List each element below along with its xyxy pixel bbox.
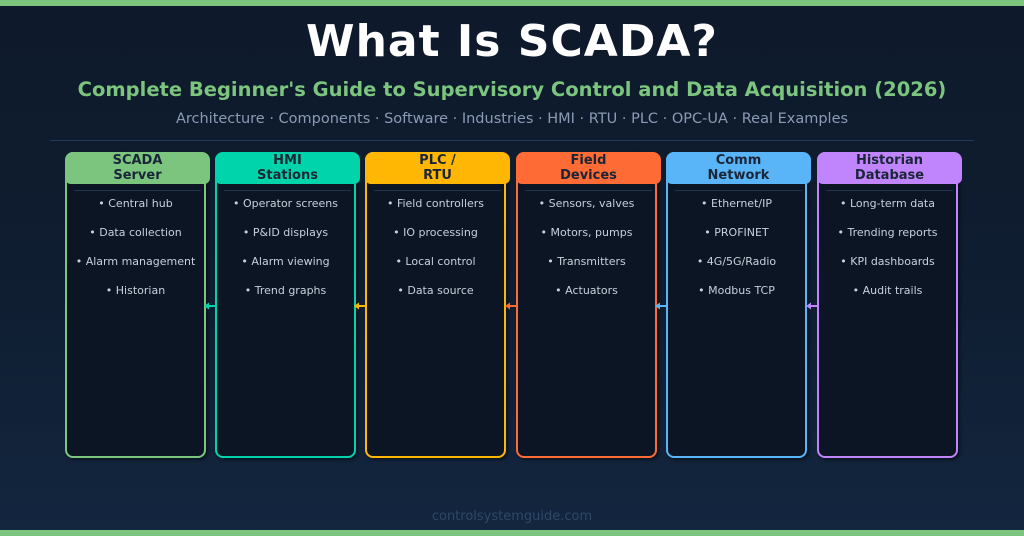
card-item-list: • Central hub • Data collection • Alarm ma… <box>67 196 204 312</box>
topic-tags: Architecture · Components · Software · I… <box>175 111 849 127</box>
card-item: • Field controllers <box>386 197 485 210</box>
header-divider <box>50 140 974 141</box>
card-title-line: Server <box>113 168 162 183</box>
card-title-line: Network <box>707 168 770 183</box>
footer-site: controlsystemguide.com <box>431 509 593 524</box>
card-item: • Ethernet/IP <box>701 197 772 210</box>
card-item: • 4G/5G/Radio <box>696 255 777 268</box>
bottom-accent-bar <box>0 530 1024 536</box>
card-item-list: • Operator screens • P&ID displays • Alarm… <box>217 196 354 312</box>
card-title-line: Devices <box>560 168 617 183</box>
top-accent-bar <box>0 0 1024 6</box>
card-item: • Alarm viewing <box>241 255 330 268</box>
card-item: • Motors, pumps <box>540 226 633 239</box>
card-item: • Transmitters <box>547 255 626 268</box>
card-plc-rtu: PLC /RTU • Field controllers • IO processi… <box>365 152 510 458</box>
card-item: • Data source <box>397 284 474 297</box>
card-item: • Alarm management <box>75 255 196 268</box>
card-item: • Modbus TCP <box>698 284 775 297</box>
card-title-line: Historian <box>855 153 924 168</box>
card-title-line: Comm <box>715 153 762 168</box>
card-title-line: Database <box>854 168 925 183</box>
card-separator <box>826 190 953 191</box>
card-header: PLC /RTU <box>365 152 510 184</box>
arrow-left-icon <box>806 302 817 310</box>
card-item-list: • Field controllers • IO processing • Loca… <box>367 196 504 312</box>
card-item: • PROFINET <box>704 226 769 239</box>
card-item: • Data collection <box>89 226 182 239</box>
arrow-left-icon <box>505 302 516 310</box>
card-item: • IO processing <box>393 226 478 239</box>
card-title-line: HMI <box>273 153 302 168</box>
arrow-left-icon <box>655 302 666 310</box>
card-item: • Local control <box>395 255 476 268</box>
card-item: • Audit trails <box>852 284 923 297</box>
arrow-left-icon <box>354 302 365 310</box>
card-separator <box>74 190 201 191</box>
card-title-line: Stations <box>257 168 318 183</box>
card-item-list: • Ethernet/IP • PROFINET • 4G/5G/Radio • Mo… <box>668 196 805 312</box>
card-title-line: RTU <box>423 168 452 183</box>
card-item: • Trending reports <box>837 226 938 239</box>
card-separator <box>224 190 351 191</box>
card-separator <box>675 190 802 191</box>
card-item: • Actuators <box>555 284 618 297</box>
card-title-line: Field <box>570 153 607 168</box>
card-item: • Long-term data <box>840 197 935 210</box>
arrow-left-icon <box>204 302 215 310</box>
card-title-line: PLC / <box>419 153 456 168</box>
card-title-line: SCADA <box>112 153 163 168</box>
card-separator <box>374 190 501 191</box>
page-title: What Is SCADA? <box>306 16 718 67</box>
card-item: • P&ID displays <box>242 226 329 239</box>
card-item: • Historian <box>105 284 166 297</box>
page-subtitle: Complete Beginner's Guide to Supervisory… <box>77 78 947 101</box>
card-item: • KPI dashboards <box>840 255 935 268</box>
card-item: • Central hub <box>98 197 173 210</box>
card-separator <box>525 190 652 191</box>
card-item: • Trend graphs <box>244 284 327 297</box>
card-item-list: • Long-term data • Trending reports • KPI … <box>819 196 956 312</box>
card-item: • Sensors, valves <box>538 197 635 210</box>
card-item: • Operator screens <box>232 197 338 210</box>
card-item-list: • Sensors, valves • Motors, pumps • Transm… <box>518 196 655 312</box>
